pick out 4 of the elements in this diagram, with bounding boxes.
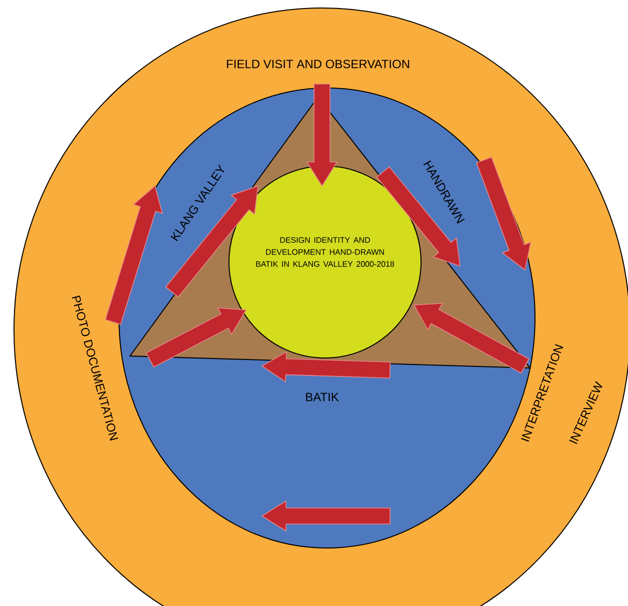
band-label: BATIK: [306, 392, 339, 402]
center-text: DESIGN IDENTITY AND DEVELOPMENT HAND-DRAWN BATIK IN KLANG VALLEY 2000-2018: [256, 237, 394, 267]
circle: [228, 166, 422, 358]
ring-label: FIELD VISIT AND OBSERVATION: [226, 60, 410, 68]
